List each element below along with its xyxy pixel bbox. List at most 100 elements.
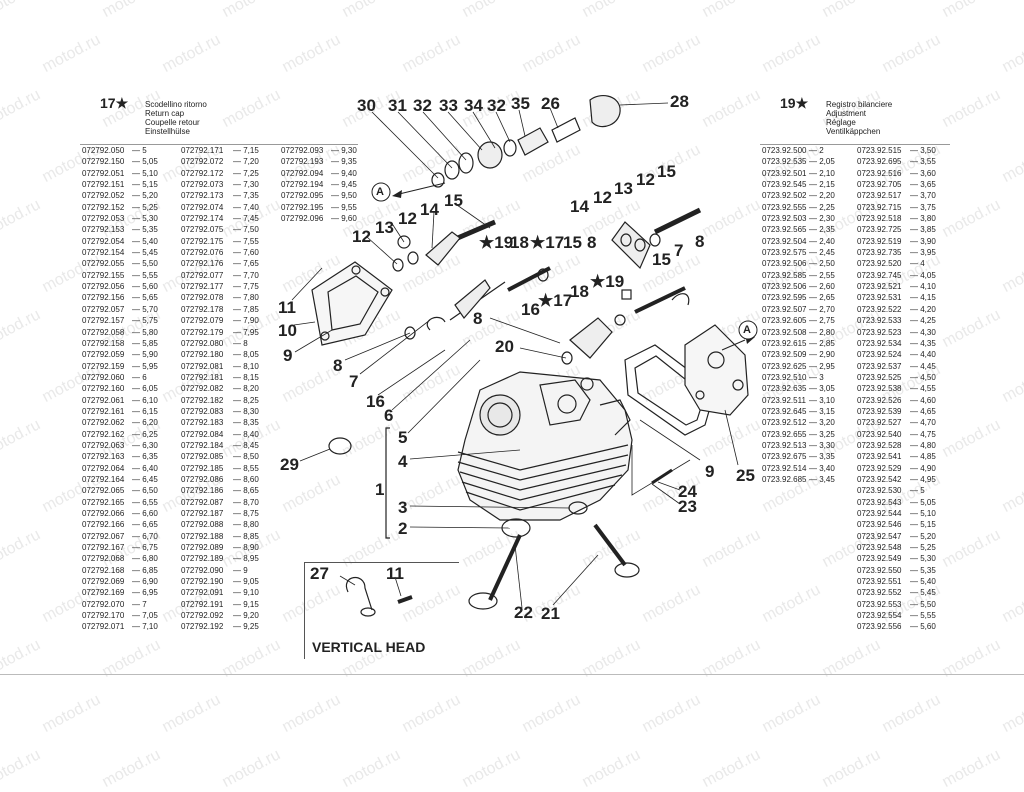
part-size: — 4,95: [910, 474, 936, 484]
legend-row: 0723.92.519— 3,90: [857, 236, 936, 247]
part-size: — 5,65: [132, 293, 158, 303]
legend-row: 072792.059— 5,90: [82, 349, 158, 360]
part-code: 072792.178: [181, 304, 224, 314]
legend-row: 072792.071— 7,10: [82, 621, 158, 632]
part-code: 0723.92.529: [857, 463, 902, 473]
desc-line: Scodellino ritorno: [145, 100, 207, 109]
legend-row: 072792.063— 6,30: [82, 440, 158, 451]
vertical-head-box: [304, 562, 459, 659]
part-size: — 6,05: [132, 384, 158, 394]
part-code: 0723.92.745: [857, 270, 902, 280]
part-size: — 2,25: [809, 202, 835, 212]
part-size: — 5,10: [910, 509, 936, 518]
part-code: 072792.187: [181, 509, 224, 518]
legend-row: 0723.92.544— 5,10: [857, 508, 936, 519]
washers: [328, 233, 661, 455]
legend-row: 0723.92.524— 4,40: [857, 349, 936, 360]
part-size: — 3,10: [809, 395, 835, 405]
legend-row: 0723.92.539— 4,65: [857, 406, 936, 417]
part-size: — 8,60: [233, 474, 259, 484]
legend-row: 0723.92.553— 5,50: [857, 599, 936, 610]
part-code: 0723.92.675: [762, 452, 807, 462]
part-code: 072792.081: [181, 361, 224, 371]
part-size: — 8,15: [233, 372, 259, 382]
part-size: — 9,35: [331, 157, 357, 167]
part-code: 0723.92.547: [857, 531, 902, 541]
legend-row: 072792.155— 5,55: [82, 270, 158, 281]
marker-a-right: [738, 320, 758, 340]
callout-26: 26: [541, 94, 560, 113]
part-code: 0723.92.546: [857, 520, 902, 530]
part-code: 0723.92.510: [762, 372, 807, 382]
legend-row: 072792.152— 5,25: [82, 202, 158, 213]
legend-row: 072792.067— 6,70: [82, 531, 158, 542]
part-size: — 8,65: [233, 486, 259, 496]
part-code: 072792.062: [82, 418, 125, 428]
part-code: 0723.92.725: [857, 225, 902, 235]
legend-row: 072792.170— 7,05: [82, 610, 158, 621]
legend-row: 0723.92.555— 2,25: [762, 202, 835, 213]
part-code: 072792.083: [181, 406, 224, 416]
part-code: 072792.162: [82, 429, 125, 439]
callout-4: 4: [398, 452, 408, 471]
part-code: 072792.071: [82, 622, 125, 632]
legend-row: 0723.92.575— 2,45: [762, 247, 835, 258]
part-size: — 5,45: [132, 248, 158, 258]
callout-15: 15: [563, 233, 582, 252]
legend-row: 072792.185— 8,55: [181, 463, 259, 474]
part-code: 072792.061: [82, 395, 125, 405]
legend-row: 0723.92.705— 3,65: [857, 179, 936, 190]
part-code: 072792.177: [181, 282, 224, 292]
part-code: 0723.92.514: [762, 463, 807, 473]
part-size: — 9,50: [331, 191, 357, 201]
part-code: 072792.080: [181, 338, 224, 348]
part-size: — 4,30: [910, 327, 936, 337]
callout-18: 18: [570, 282, 589, 301]
part-size: — 3,45: [809, 474, 835, 484]
legend-row: 0723.92.725— 3,85: [857, 224, 936, 235]
legend-row: 0723.92.551— 5,40: [857, 576, 936, 587]
part-code: 072792.191: [181, 599, 224, 609]
part-size: — 5,80: [132, 327, 158, 337]
legend-row: 0723.92.546— 5,15: [857, 519, 936, 530]
part-size: — 3,70: [910, 191, 936, 201]
part-code: 072792.167: [82, 543, 125, 553]
callout-29: 29: [280, 455, 299, 474]
part-code: 0723.92.511: [762, 395, 806, 405]
right-cover: [684, 324, 749, 416]
legend-row: 0723.92.695— 3,55: [857, 156, 936, 167]
part-code: 072792.066: [82, 509, 125, 518]
desc-line: Registro bilanciere: [826, 100, 893, 109]
part-code: 072792.059: [82, 350, 125, 360]
left-legend-ref: 17★: [100, 95, 128, 113]
legend-row: 072792.082— 8,20: [181, 383, 259, 394]
part-size: — 8,50: [233, 452, 259, 462]
legend-row: 072792.092— 9,20: [181, 610, 259, 621]
legend-row: 072792.168— 6,85: [82, 565, 158, 576]
legend-row: 0723.92.645— 3,15: [762, 406, 835, 417]
part-code: 072792.060: [82, 372, 125, 382]
legend-row: 072792.194— 9,45: [281, 179, 357, 190]
legend-row: 072792.192— 9,25: [181, 621, 259, 632]
callout-16: 16: [521, 300, 540, 319]
legend-row: 0723.92.529— 4,90: [857, 463, 936, 474]
part-size: — 3,20: [809, 418, 835, 428]
part-code: 072792.175: [181, 236, 224, 246]
legend-row: 072792.158— 5,85: [82, 338, 158, 349]
legend-row: 072792.079— 7,90: [181, 315, 259, 326]
legend-row: 0723.92.635— 3,05: [762, 383, 835, 394]
part-size: — 3,05: [809, 384, 835, 394]
legend-row: 072792.169— 6,95: [82, 587, 158, 598]
part-size: — 3,80: [910, 214, 936, 224]
legend-row: 0723.92.655— 3,25: [762, 429, 835, 440]
callout-21: 21: [541, 604, 560, 623]
legend-row: 0723.92.508— 2,80: [762, 327, 835, 338]
legend-row: 0723.92.501— 2,10: [762, 168, 835, 179]
part-code: 0723.92.516: [857, 168, 902, 178]
exploded-parts-diagram: [291, 94, 758, 617]
legend-row: 0723.92.550— 5,35: [857, 565, 936, 576]
legend-row: 072792.180— 8,05: [181, 349, 259, 360]
part-size: — 5: [132, 146, 147, 155]
legend-row: 072792.156— 5,65: [82, 292, 158, 303]
part-size: — 7,40: [233, 202, 259, 212]
